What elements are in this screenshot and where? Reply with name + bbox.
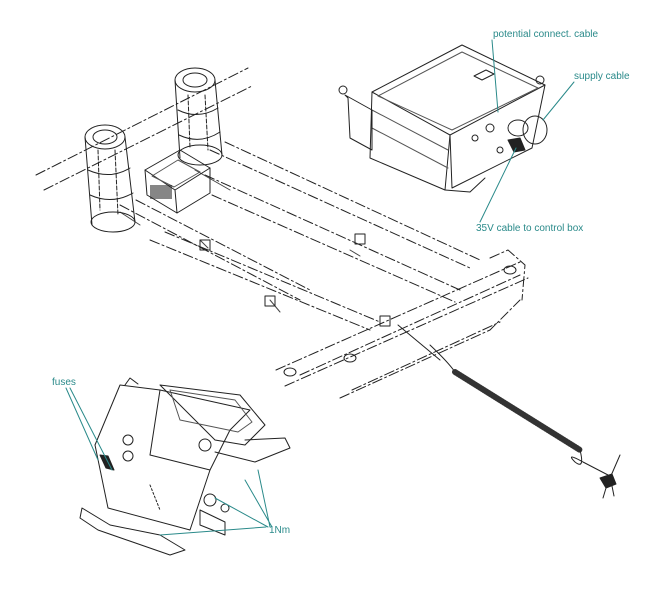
motor-cylinder-left xyxy=(84,124,136,233)
motor-cylinder-right xyxy=(174,67,223,166)
chassis-frame-outline xyxy=(35,67,529,399)
leader-35v-cable xyxy=(479,147,517,223)
label-fuses: fuses xyxy=(52,377,76,388)
frame-control-box xyxy=(144,149,211,214)
leader-potential-cable xyxy=(491,39,499,113)
leader-fuses xyxy=(65,387,113,471)
label-35v-cable-to-control-box: 35V cable to control box xyxy=(476,223,584,234)
open-control-box-detail xyxy=(79,377,291,556)
rail-fittings xyxy=(199,233,517,377)
label-potential-connect-cable: potential connect. cable xyxy=(493,29,599,40)
label-1nm-torque: 1Nm xyxy=(269,525,291,536)
coiled-supply-cable xyxy=(397,324,621,499)
leader-supply-cable xyxy=(542,81,575,121)
label-supply-cable: supply cable xyxy=(574,71,630,82)
leader-1nm xyxy=(159,469,273,536)
leader-lines xyxy=(65,39,575,536)
control-box-detail xyxy=(338,44,548,193)
